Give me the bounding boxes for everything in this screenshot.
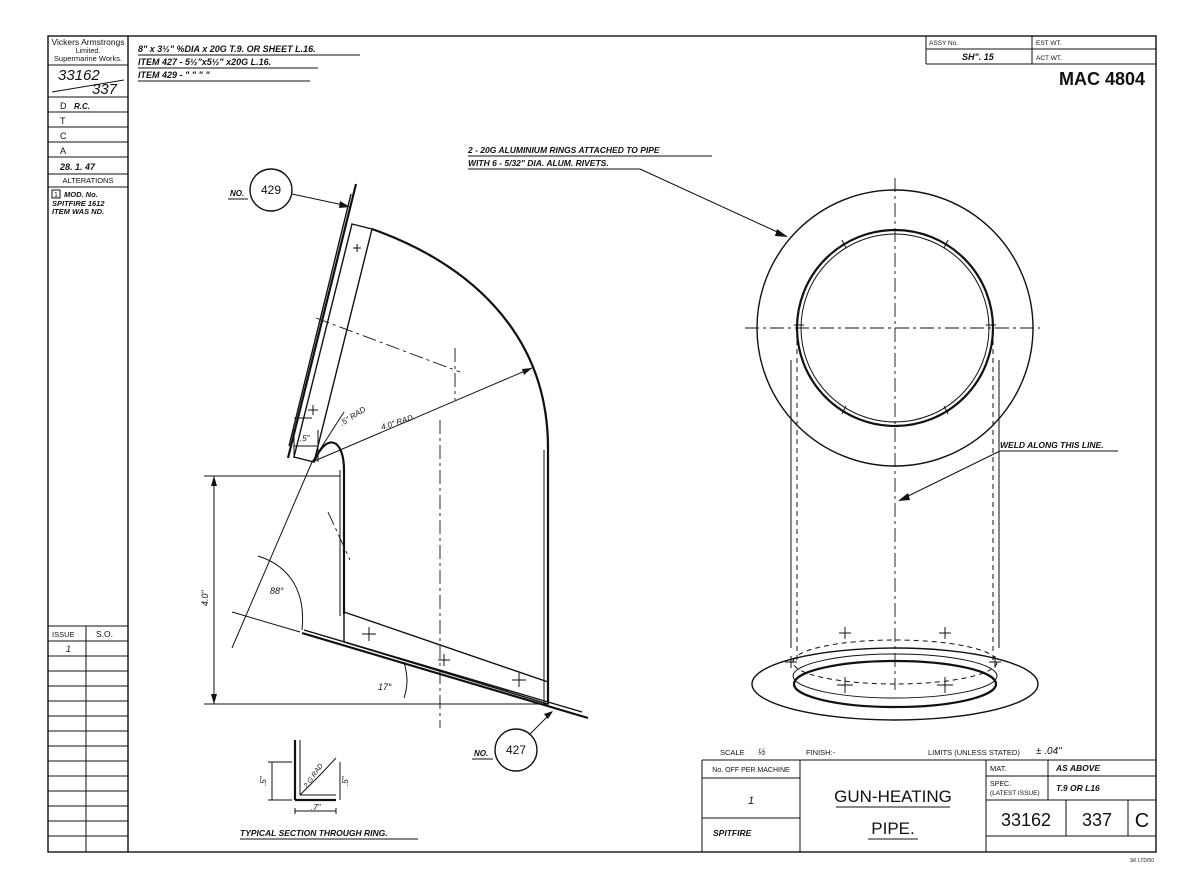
mat-label: MAT. xyxy=(990,764,1007,773)
item-429-callout: NO. 429 xyxy=(228,168,350,212)
rings-note-line-2: WITH 6 - 5/32" DIA. ALUM. RIVETS. xyxy=(468,158,609,168)
printer-mark: SK LTD/50 xyxy=(1130,858,1154,864)
block-drawing-number: 33162 xyxy=(1001,810,1051,830)
strip-drawing-number: 33162 xyxy=(58,67,100,84)
act-wt-label: ACT WT. xyxy=(1036,55,1062,62)
part-title-line-1: GUN-HEATING xyxy=(834,787,952,806)
issue-entry-1: 1 xyxy=(66,644,71,654)
section-dim-v2: .5" xyxy=(341,775,350,786)
section-dim-rad: .2 G RAD xyxy=(302,763,325,792)
item-429-prefix: NO. xyxy=(230,189,244,198)
mac-number: MAC 4804 xyxy=(1059,69,1145,89)
material-notes: 8" x 3½" %DIA x 20G T.9. OR SHEET L.16. … xyxy=(138,44,360,82)
material-note-1: 8" x 3½" %DIA x 20G T.9. OR SHEET L.16. xyxy=(138,44,316,54)
strip-row-label-d: D xyxy=(60,101,67,111)
so-header: S.O. xyxy=(96,629,113,639)
strip-sheet-ref: 337 xyxy=(92,81,118,98)
limits-value: ± .04" xyxy=(1036,746,1062,757)
scale-value: ½ xyxy=(758,747,766,757)
upper-flange xyxy=(286,183,358,459)
header-right-block: ASSY No. SH". 15 EST WT. ACT WT. MAC 480… xyxy=(925,36,1156,89)
part-title-line-2: PIPE. xyxy=(871,819,914,838)
strip-row-label-c: C xyxy=(60,131,67,141)
angle-17-label: 17° xyxy=(378,682,392,692)
rad-small-label: .5" RAD xyxy=(338,405,367,428)
assy-no-value: SH". 15 xyxy=(962,52,995,62)
spec-label-1: SPEC. xyxy=(990,781,1011,788)
rings-note-line-1: 2 - 20G ALUMINIUM RINGS ATTACHED TO PIPE xyxy=(467,145,660,155)
company-line-3: Supermarine Works. xyxy=(54,54,122,63)
dim-half-inch: .5" xyxy=(300,434,311,443)
outer-bend-arc xyxy=(371,227,550,449)
material-note-2: ITEM 427 - 5½"x5½" x20G L.16. xyxy=(138,57,271,67)
top-ring-outer xyxy=(756,189,1034,467)
left-title-strip: Vickers Armstrongs Limited. Supermarine … xyxy=(48,36,129,852)
section-caption: TYPICAL SECTION THROUGH RING. xyxy=(240,828,388,838)
bottom-ring-inner xyxy=(792,659,998,709)
side-view-pipe: .5" .5" RAD 4.0" RAD. 4.0" 88° 17° xyxy=(200,183,589,728)
item-427-number: 427 xyxy=(506,743,526,757)
upper-ring-band xyxy=(293,223,373,463)
strip-date: 28. 1. 47 xyxy=(59,162,96,172)
rad-large-label: 4.0" RAD. xyxy=(380,412,416,431)
issue-letter: C xyxy=(1135,810,1149,832)
machine-name: SPITFIRE xyxy=(713,828,752,838)
lower-flange xyxy=(301,631,589,720)
limits-label: LIMITS (UNLESS STATED) xyxy=(928,748,1020,757)
company-line-2: Limited. xyxy=(76,48,101,55)
angle-88-label: 88° xyxy=(270,586,284,596)
alteration-line-3: ITEM WAS ND. xyxy=(52,207,104,216)
no-off-label: No. OFF PER MACHINE xyxy=(712,767,790,774)
alterations-label: ALTERATIONS xyxy=(63,176,114,185)
section-dim-h: .7" xyxy=(311,803,322,812)
item-427-callout: NO. 427 xyxy=(472,711,553,772)
spec-label-2: (LATEST ISSUE) xyxy=(990,790,1040,797)
block-part-number: 337 xyxy=(1082,810,1112,830)
alteration-line-1: MOD. No. xyxy=(64,190,98,199)
dim-height-label: 4.0" xyxy=(200,589,210,606)
item-429-number: 429 xyxy=(261,183,281,197)
drawing-border xyxy=(47,35,1157,853)
top-ring-inner xyxy=(795,228,995,428)
company-line-1: Vickers Armstrongs xyxy=(51,37,124,47)
assy-no-label: ASSY No. xyxy=(929,40,958,47)
bottom-title-block: SCALE ½ FINISH:- LIMITS (UNLESS STATED) … xyxy=(701,746,1156,864)
typical-ring-section: .5" .2 G RAD .5" .7" TYPICAL SECTION THR… xyxy=(240,740,418,840)
material-note-3: ITEM 429 - " " " " xyxy=(138,70,210,80)
issue-header: ISSUE xyxy=(52,630,75,639)
spec-value: T.9 OR L16 xyxy=(1056,783,1100,793)
lower-ring-band xyxy=(343,611,549,705)
strip-row-label-a: A xyxy=(60,146,66,156)
finish-label: FINISH:- xyxy=(806,748,836,757)
mat-value: AS ABOVE xyxy=(1055,763,1100,773)
item-427-prefix: NO. xyxy=(474,749,488,758)
no-off-value: 1 xyxy=(748,795,754,807)
end-view-pipe: 2 - 20G ALUMINIUM RINGS ATTACHED TO PIPE… xyxy=(467,145,1118,721)
est-wt-label: EST WT. xyxy=(1036,40,1062,47)
weld-note: WELD ALONG THIS LINE. xyxy=(1000,440,1104,450)
alteration-line-2: SPITFIRE 1612 xyxy=(52,199,105,208)
strip-row-label-t: T xyxy=(60,116,66,126)
bottom-ring-outer xyxy=(751,647,1039,721)
section-dim-v1: .5" xyxy=(259,775,268,786)
strip-row-value-d: R.C. xyxy=(74,102,90,111)
alteration-mark: 1 xyxy=(54,192,58,199)
scale-label: SCALE xyxy=(720,748,745,757)
